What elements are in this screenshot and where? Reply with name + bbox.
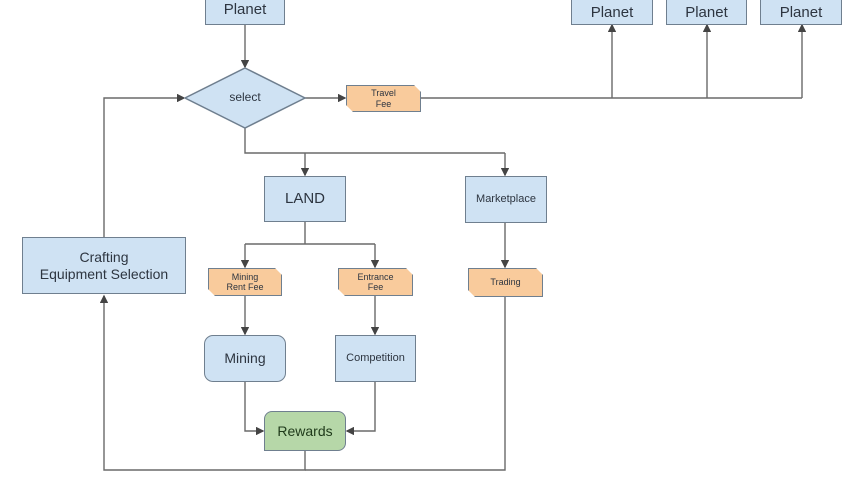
- edge-crafting-select: [103, 93, 186, 237]
- mining-rent-fee-line-1: Mining: [231, 271, 259, 282]
- crafting-line-2: Equipment Selection: [39, 265, 169, 282]
- planet-2-label: Planet: [685, 3, 728, 21]
- planet-3-node[interactable]: Planet: [760, 0, 842, 25]
- edge-land-branch: [245, 221, 375, 245]
- marketplace-label: Marketplace: [476, 193, 536, 206]
- planet-top-label: Planet: [223, 0, 267, 18]
- travel-fee-node[interactable]: Travel Fee: [346, 85, 421, 112]
- planet-1-node[interactable]: Planet: [571, 0, 653, 25]
- mining-label: Mining: [224, 350, 266, 367]
- planet-top-node[interactable]: Planet: [205, 0, 285, 25]
- select-label: select: [229, 90, 261, 105]
- edge-mining-rewards: [244, 382, 265, 436]
- land-label: LAND: [284, 190, 325, 208]
- travel-fee-line-2: Fee: [375, 98, 392, 109]
- entrance-fee-line-1: Entrance: [357, 271, 394, 282]
- edge-trading-loop: [305, 296, 506, 471]
- entrance-fee-node[interactable]: Entrance Fee: [338, 268, 413, 296]
- trading-node[interactable]: Trading: [468, 268, 543, 297]
- planet-3-label: Planet: [779, 3, 823, 21]
- planet-2-node[interactable]: Planet: [666, 0, 747, 25]
- edge-rewards-loop: [99, 294, 306, 471]
- land-node[interactable]: LAND: [264, 176, 346, 222]
- edge-select-branch: [244, 128, 505, 154]
- marketplace-node[interactable]: Marketplace: [465, 176, 547, 223]
- edge-competition-rewards: [345, 382, 376, 436]
- mining-node[interactable]: Mining: [204, 335, 286, 382]
- select-diamond[interactable]: [183, 67, 307, 129]
- trading-label: Trading: [490, 277, 521, 288]
- rewards-node[interactable]: Rewards: [264, 411, 346, 451]
- competition-node[interactable]: Competition: [335, 335, 416, 382]
- crafting-line-1: Crafting: [79, 249, 129, 266]
- mining-rent-fee-line-2: Rent Fee: [226, 282, 264, 292]
- select-label-wrap: select: [205, 88, 285, 108]
- crafting-node[interactable]: Crafting Equipment Selection: [22, 237, 186, 294]
- rewards-label: Rewards: [277, 422, 333, 439]
- competition-label: Competition: [346, 352, 405, 365]
- mining-rent-fee-node[interactable]: Mining Rent Fee: [208, 268, 282, 296]
- entrance-fee-line-2: Fee: [367, 282, 384, 292]
- travel-fee-line-1: Travel: [371, 88, 396, 99]
- planet-1-label: Planet: [590, 3, 634, 21]
